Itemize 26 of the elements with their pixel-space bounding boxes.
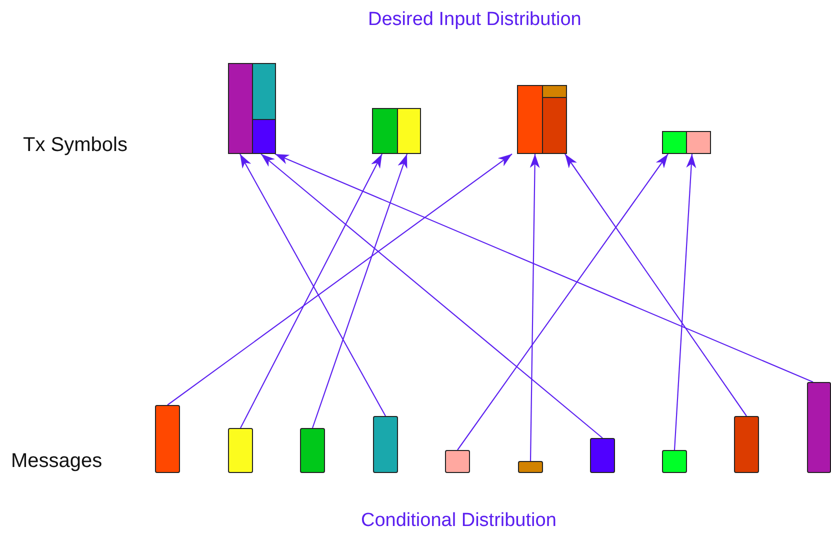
arrow xyxy=(457,154,668,450)
message-bar xyxy=(518,461,543,473)
arrow xyxy=(674,154,696,450)
message-bar xyxy=(662,450,687,473)
message-bar xyxy=(155,405,180,473)
arrow xyxy=(274,154,814,382)
stacked-symbol-bar xyxy=(662,131,711,154)
message-bar xyxy=(373,416,398,473)
message-bar xyxy=(590,438,615,473)
arrow xyxy=(564,154,747,416)
message-bar xyxy=(445,450,470,473)
diagram-caption: Conditional Distribution xyxy=(361,510,556,532)
stacked-symbol-bar xyxy=(372,108,421,154)
axis-label: Messages xyxy=(11,450,102,473)
arrow xyxy=(167,154,512,406)
arrow xyxy=(312,154,408,428)
stacked-symbol-bar xyxy=(517,85,567,154)
message-bar xyxy=(300,428,325,473)
stacked-symbol-bar xyxy=(228,63,276,154)
axis-label: Tx Symbols xyxy=(23,134,128,157)
message-bar xyxy=(734,416,759,473)
arrow xyxy=(260,154,603,438)
message-bar xyxy=(807,382,831,473)
arrow xyxy=(530,154,540,461)
message-bar xyxy=(228,428,253,473)
diagram-title: Desired Input Distribution xyxy=(368,9,582,31)
